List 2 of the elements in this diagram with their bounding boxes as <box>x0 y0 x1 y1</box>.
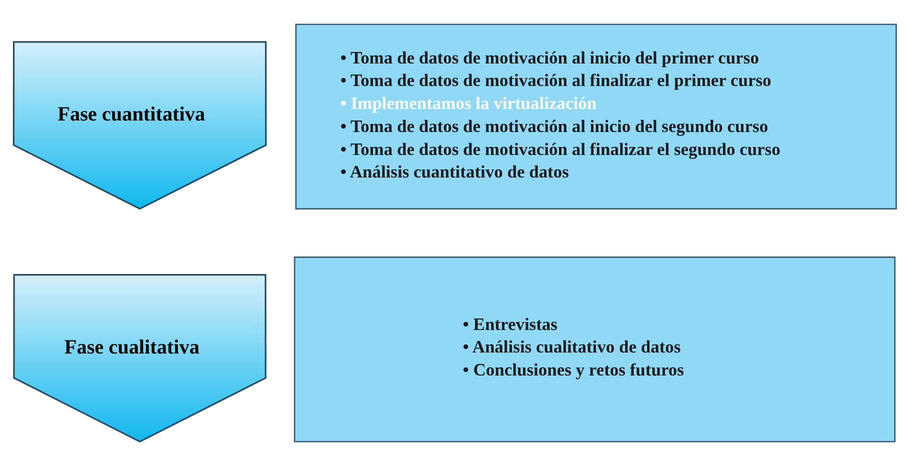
node-box: • Toma de datos de motivación al inicio del primer curso • Toma de datos de motivación al finalizar el primer curso • Implementamos la virtualización • Toma de datos de motivación al inicio del segundo curso • Toma de datos de motivación al finalizar el segundo curso • Análisis cuantitativo de datos <box>295 23 897 209</box>
node-box: • Entrevistas • Análisis cualitativo de datos • Conclusiones y retos futuros <box>294 256 896 442</box>
